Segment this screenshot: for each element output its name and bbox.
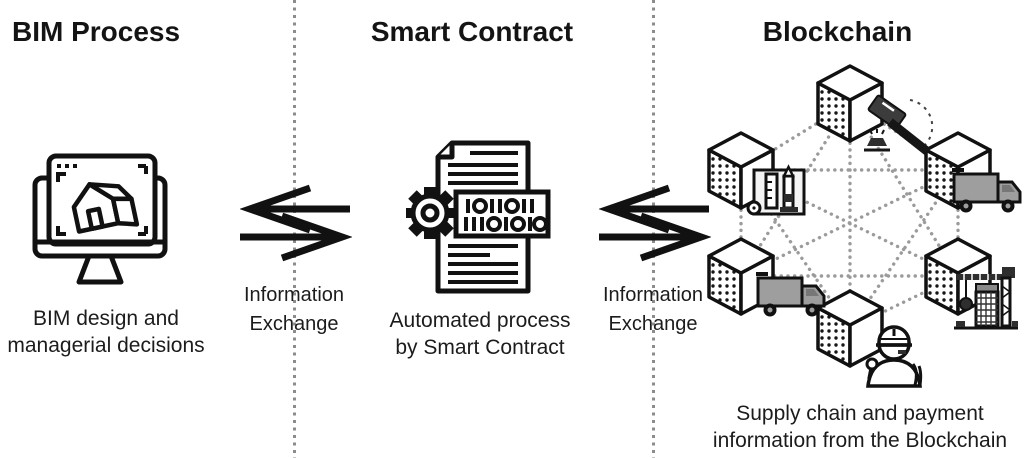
- bim-monitor-house-icon: [32, 153, 168, 285]
- bim-caption: BIM design and managerial decisions: [7, 307, 205, 357]
- construction-crane-icon: [954, 267, 1018, 330]
- gavel-base: [864, 129, 890, 152]
- blockchain-title: Blockchain: [762, 16, 913, 47]
- house-3d-glyph: [71, 182, 140, 234]
- divider-line-right: [652, 0, 655, 458]
- divider-line-left: [293, 0, 296, 458]
- wrench-glyph: [865, 357, 879, 380]
- bidirectional-arrows-icon: [240, 184, 352, 262]
- smart-contract-document-gear-icon: [406, 140, 551, 294]
- document-text-lines: [448, 151, 518, 284]
- gavel-icon: [864, 94, 934, 156]
- binary-code-band: [453, 189, 551, 239]
- pencil-glyph: [781, 164, 796, 210]
- bim-process-title: BIM Process: [12, 16, 181, 47]
- harness-straps-glyph: [911, 363, 923, 386]
- delivery-truck-icon: [756, 272, 826, 317]
- building-glyph: [974, 283, 1000, 328]
- blockchain-network-icon: [694, 56, 1024, 400]
- bidirectional-arrows-icon: [599, 184, 711, 262]
- hard-hat-glyph: [876, 325, 912, 347]
- smart-contract-title: Smart Contract: [370, 16, 574, 47]
- ruler-glyph: [764, 172, 779, 210]
- gear-glyph: [406, 187, 456, 239]
- information-exchange-label-right: Information Exchange: [602, 284, 704, 335]
- information-exchange-label-left: Information Exchange: [243, 284, 345, 335]
- screen-corner-brackets: [56, 164, 148, 236]
- screen-dots: [57, 164, 77, 168]
- blueprint-tools-icon: [746, 164, 806, 216]
- delivery-truck-icon: [952, 168, 1022, 213]
- blockchain-caption: Supply chain and payment information fro…: [712, 402, 1008, 452]
- smart-contract-caption: Automated process by Smart Contract: [389, 309, 571, 359]
- construction-worker-icon: [865, 325, 923, 388]
